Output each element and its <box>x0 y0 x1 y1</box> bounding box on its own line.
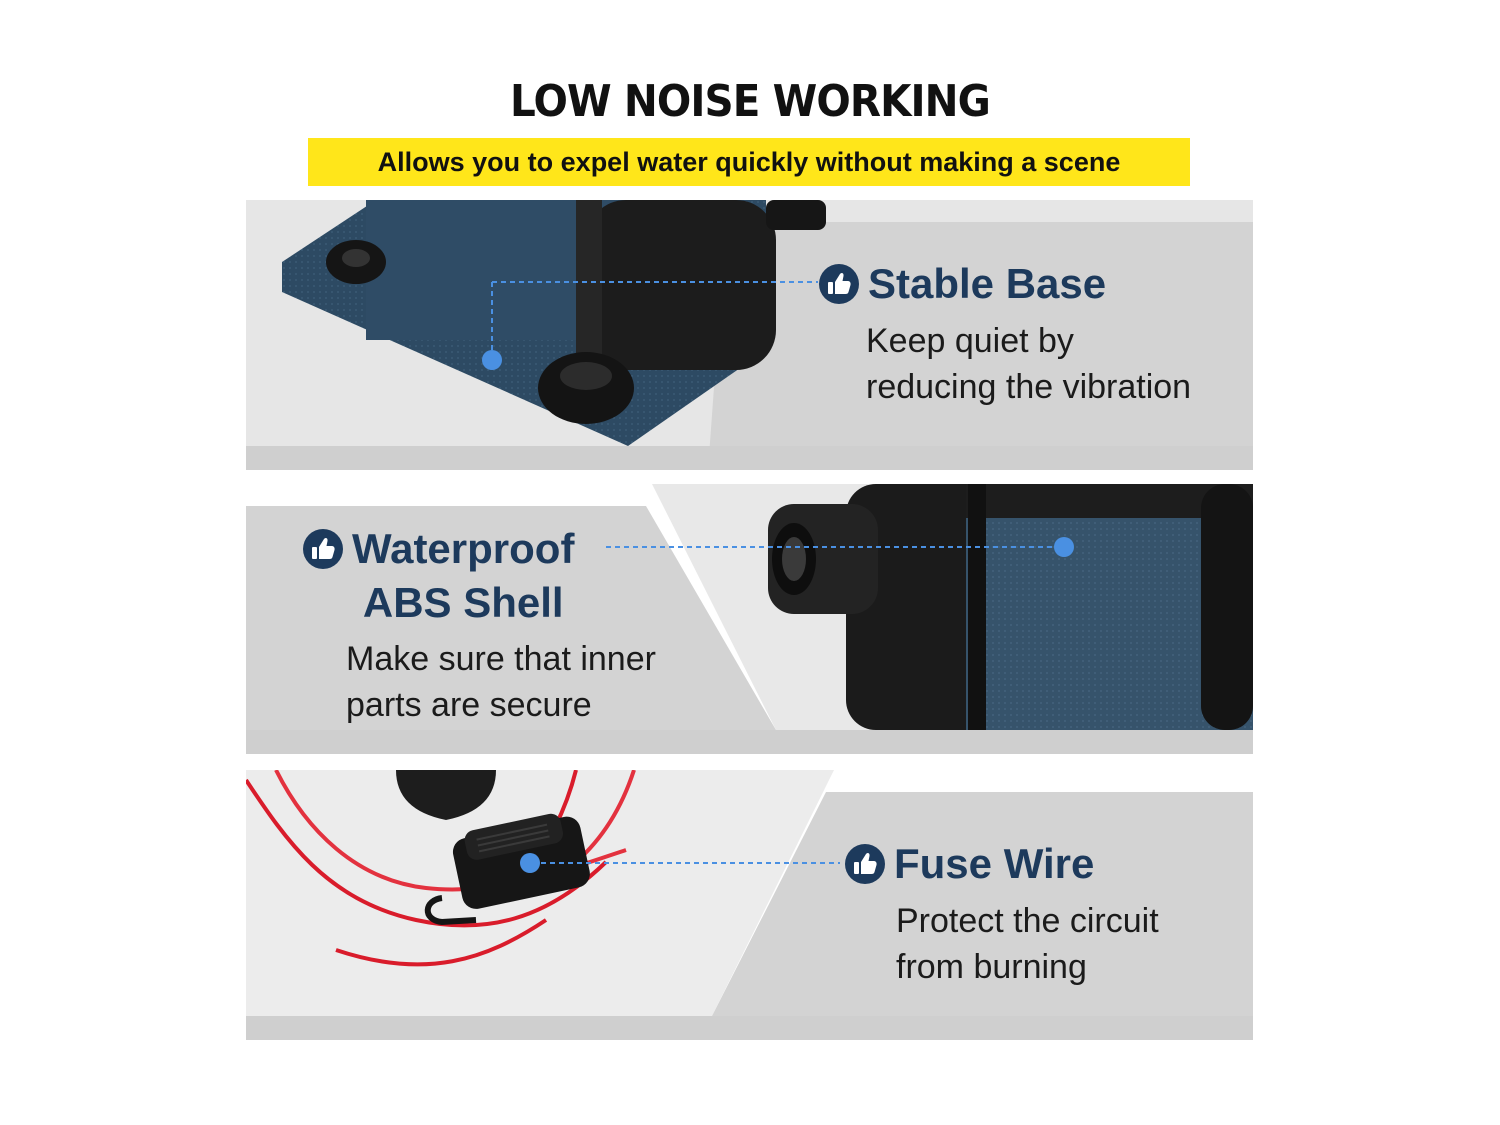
fuse-wire-photo <box>246 770 1253 1040</box>
pump-shell-photo <box>246 484 1253 754</box>
subtitle-banner: Allows you to expel water quickly withou… <box>308 138 1190 186</box>
feature-panel-fuse-wire: Fuse Wire Protect the circuit from burni… <box>246 770 1253 1040</box>
page-title: LOW NOISE WORKING <box>510 76 991 127</box>
feature-description-waterproof-shell: Make sure that inner parts are secure <box>346 640 656 724</box>
pump-base-photo <box>246 200 1253 470</box>
subtitle-text: Allows you to expel water quickly withou… <box>377 146 1121 177</box>
thumbs-up-icon <box>303 529 343 569</box>
feature-title-text: Stable Base <box>868 260 1107 307</box>
feature-description-fuse-wire: Protect the circuit from burning <box>896 902 1159 986</box>
feature-title-text: Fuse Wire <box>894 840 1095 887</box>
feature-description-stable-base: Keep quiet by reducing the vibration <box>866 322 1192 406</box>
thumbs-up-icon <box>819 264 859 305</box>
feature-panel-stable-base: Stable Base Keep quiet by reducing the v… <box>246 200 1253 470</box>
feature-panel-waterproof-shell: Waterproof ABS Shell Make sure that inne… <box>246 484 1253 754</box>
feature-title-fuse-wire: Fuse Wire <box>844 838 1094 891</box>
feature-title-text: Waterproof ABS Shell <box>352 525 575 626</box>
feature-title-waterproof-shell: Waterproof ABS Shell <box>302 522 574 630</box>
thumbs-up-icon <box>845 844 885 885</box>
feature-title-stable-base: Stable Base <box>818 258 1106 311</box>
